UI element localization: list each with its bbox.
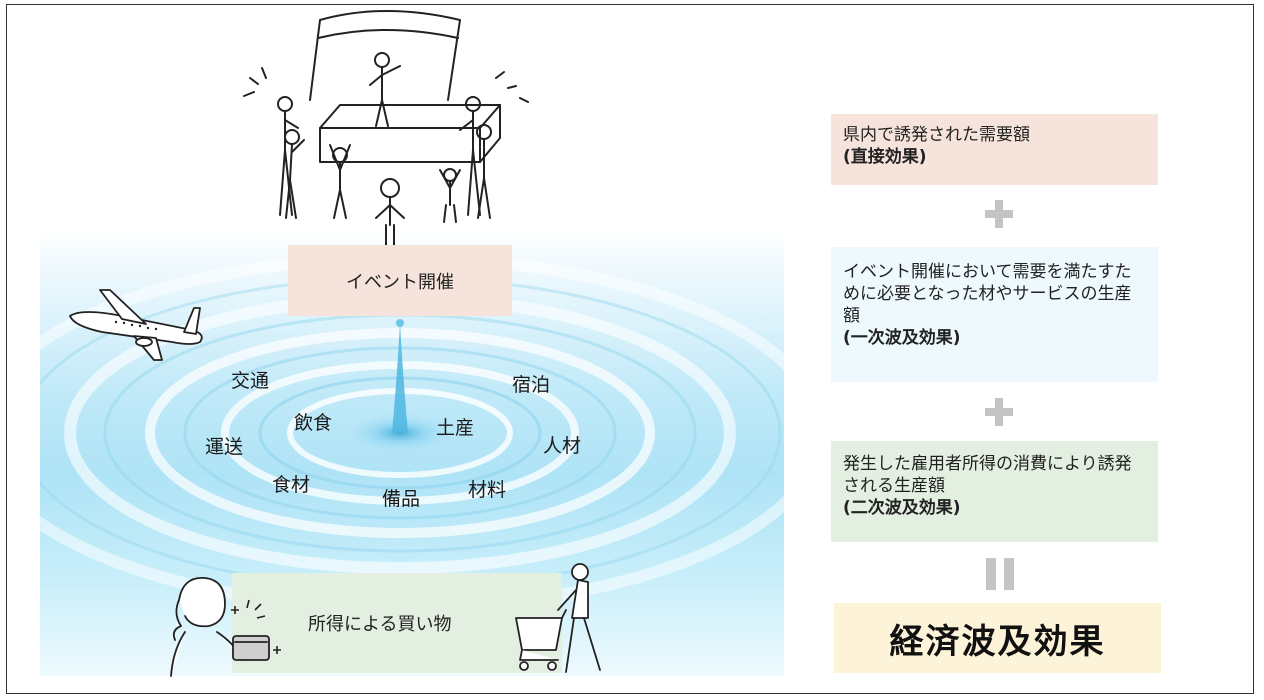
- industry-label-food-drink: 飲食: [294, 412, 333, 434]
- industry-label-equipment: 備品: [382, 488, 421, 510]
- direct-effect-box: 県内で誘発された需要額 (直接効果): [831, 114, 1158, 185]
- industry-label-delivery: 運送: [205, 436, 244, 458]
- shopping-label: 所得による買い物: [308, 614, 452, 635]
- equals-icon: [986, 558, 1014, 590]
- industry-label-lodging: 宿泊: [512, 374, 551, 396]
- plus-icon: [985, 200, 1013, 228]
- event-label: イベント開催: [346, 271, 454, 293]
- economic-ripple-effect-result: 経済波及効果: [834, 603, 1161, 673]
- industry-label-staffing: 人材: [543, 435, 582, 457]
- primary-effect-box: イベント開催において需要を満たすために必要となった材やサービスの生産額 (一次波…: [831, 247, 1158, 382]
- industry-label-souvenir: 土産: [436, 417, 475, 439]
- shopper-with-cart-illustration: [515, 563, 601, 673]
- woman-with-wallet-illustration: [170, 577, 281, 677]
- primary-effect-sublabel: (一次波及効果): [843, 328, 961, 348]
- industry-label-ingredients: 食材: [272, 474, 311, 496]
- secondary-effect-text: 発生した雇用者所得の消費により誘発される生産額: [843, 454, 1132, 496]
- airplane-icon: [69, 289, 203, 361]
- shopping-label-box: 所得による買い物: [232, 573, 562, 673]
- secondary-effect-sublabel: (二次波及効果): [843, 498, 961, 518]
- direct-effect-text: 県内で誘発された需要額: [843, 125, 1030, 145]
- primary-effect-text: イベント開催において需要を満たすために必要となった材やサービスの生産額: [843, 262, 1132, 326]
- plus-icon: [985, 398, 1013, 426]
- industry-label-materials: 材料: [468, 479, 507, 501]
- result-label: 経済波及効果: [889, 621, 1106, 662]
- industry-label-transport: 交通: [231, 370, 270, 392]
- direct-effect-sublabel: (直接効果): [843, 147, 927, 167]
- stage-concert-illustration: [243, 10, 529, 246]
- event-label-box: イベント開催: [288, 245, 512, 316]
- secondary-effect-box: 発生した雇用者所得の消費により誘発される生産額 (二次波及効果): [831, 441, 1158, 542]
